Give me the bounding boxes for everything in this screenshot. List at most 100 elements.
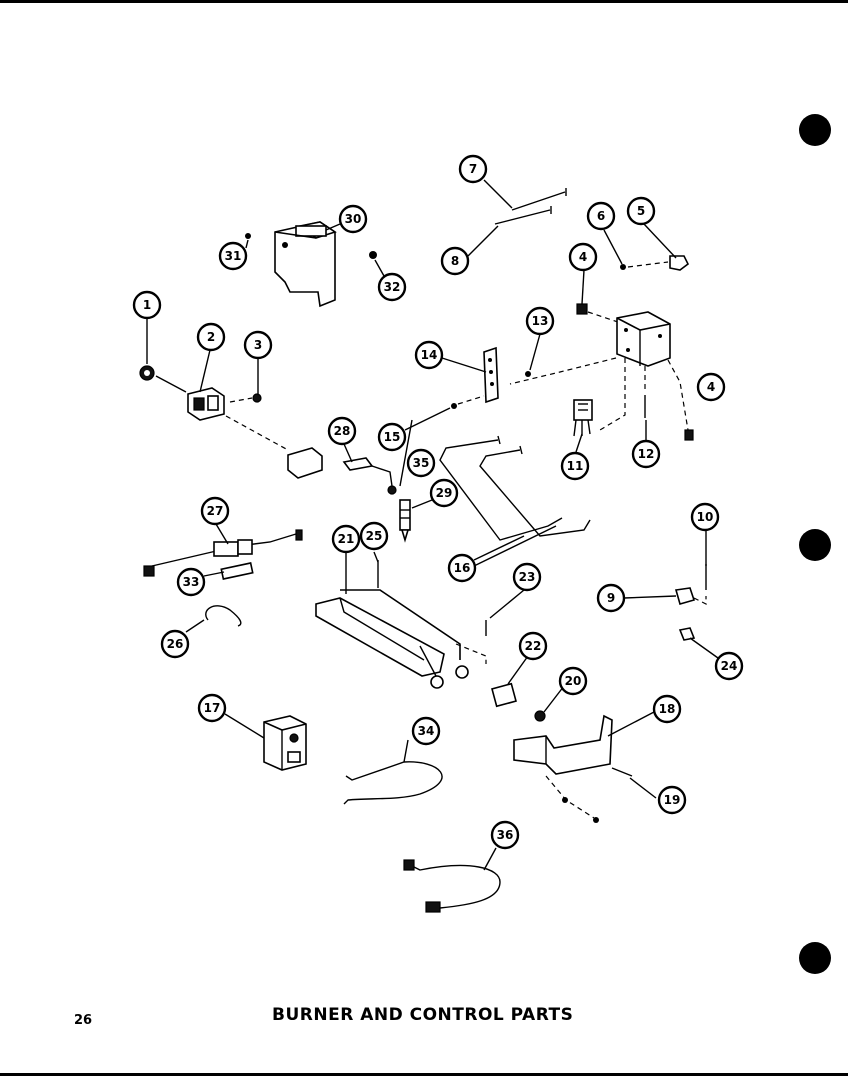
callout-3: 3 xyxy=(243,330,273,360)
callout-31: 31 xyxy=(218,241,248,271)
svg-text:3: 3 xyxy=(254,338,262,352)
callout-36: 36 xyxy=(490,820,520,850)
part-9-clip xyxy=(674,587,696,605)
part-3-nut xyxy=(252,393,262,403)
callout-23: 23 xyxy=(512,562,542,592)
callout-7: 7 xyxy=(458,154,488,184)
part-24-clip xyxy=(678,627,696,641)
valve-bracket xyxy=(287,447,323,479)
part-22-orifice xyxy=(491,682,517,708)
callout-24: 24 xyxy=(714,651,744,681)
junction-box xyxy=(616,311,671,367)
svg-text:21: 21 xyxy=(338,532,355,546)
svg-text:2: 2 xyxy=(207,330,215,344)
svg-text:20: 20 xyxy=(565,674,582,688)
page-top-border xyxy=(0,0,848,3)
svg-text:5: 5 xyxy=(637,204,645,218)
part-16-gas-tubing xyxy=(439,435,591,541)
svg-text:14: 14 xyxy=(421,348,438,362)
part-18-bracket xyxy=(513,714,613,775)
callout-21: 21 xyxy=(331,524,361,554)
callout-29: 29 xyxy=(429,478,459,508)
part-15-screw xyxy=(451,403,457,409)
svg-text:27: 27 xyxy=(207,504,224,518)
svg-text:8: 8 xyxy=(451,254,459,268)
svg-text:4: 4 xyxy=(707,380,715,394)
part-31-screw xyxy=(245,233,251,239)
callout-30: 30 xyxy=(338,204,368,234)
part-27-sensor xyxy=(143,529,303,577)
svg-text:16: 16 xyxy=(454,561,471,575)
svg-text:22: 22 xyxy=(525,639,542,653)
callout-5: 5 xyxy=(626,196,656,226)
part-14-terminal-strip xyxy=(483,346,499,404)
page-title: BURNER AND CONTROL PARTS xyxy=(272,1005,574,1025)
part-17-relay xyxy=(263,715,307,771)
callout-16: 16 xyxy=(447,553,477,583)
svg-text:11: 11 xyxy=(567,459,584,473)
svg-text:6: 6 xyxy=(597,209,605,223)
callout-2: 2 xyxy=(196,322,226,352)
binder-hole-middle xyxy=(799,529,831,561)
svg-text:9: 9 xyxy=(607,591,615,605)
burner-assembly xyxy=(315,589,469,689)
svg-text:24: 24 xyxy=(721,659,738,673)
part-34-harness xyxy=(343,761,443,805)
part-13-screw xyxy=(525,371,531,377)
svg-text:33: 33 xyxy=(183,575,200,589)
svg-text:31: 31 xyxy=(225,249,242,263)
callout-11: 11 xyxy=(560,451,590,481)
part-33-tube xyxy=(220,562,254,580)
svg-text:34: 34 xyxy=(418,724,435,738)
part-11-connector xyxy=(573,399,593,437)
part-19-screw xyxy=(611,767,633,777)
callout-10: 10 xyxy=(690,502,720,532)
svg-text:36: 36 xyxy=(497,828,514,842)
svg-text:18: 18 xyxy=(659,702,676,716)
callout-17: 17 xyxy=(197,693,227,723)
part-29-igniter xyxy=(399,499,411,543)
svg-text:19: 19 xyxy=(664,793,681,807)
callout-18: 18 xyxy=(652,694,682,724)
callout-8: 8 xyxy=(440,246,470,276)
svg-text:17: 17 xyxy=(204,701,221,715)
svg-text:10: 10 xyxy=(697,510,714,524)
callout-13: 13 xyxy=(525,306,555,336)
part-2-gas-valve xyxy=(187,387,225,421)
page-number: 26 xyxy=(74,1013,93,1028)
svg-text:12: 12 xyxy=(638,447,655,461)
binder-hole-top xyxy=(799,114,831,146)
binder-hole-bottom xyxy=(799,942,831,974)
callout-4-lower: 4 xyxy=(696,372,726,402)
svg-text:1: 1 xyxy=(143,298,151,312)
callout-35: 35 xyxy=(406,448,436,478)
part-32-nut xyxy=(369,251,377,259)
part-8-rod xyxy=(494,206,552,225)
svg-text:29: 29 xyxy=(436,486,453,500)
part-30-module xyxy=(274,221,337,308)
page-bottom-border xyxy=(0,1073,848,1076)
svg-text:26: 26 xyxy=(167,637,184,651)
svg-text:25: 25 xyxy=(366,529,383,543)
callout-20: 20 xyxy=(558,666,588,696)
part-36-harness xyxy=(403,859,501,913)
callout-1: 1 xyxy=(132,290,162,320)
callout-33: 33 xyxy=(176,567,206,597)
callout-27: 27 xyxy=(200,496,230,526)
callout-25: 25 xyxy=(359,521,389,551)
part-7-rod xyxy=(511,188,567,211)
svg-text:30: 30 xyxy=(345,212,362,226)
svg-text:7: 7 xyxy=(469,162,477,176)
callout-14: 14 xyxy=(414,340,444,370)
callout-32: 32 xyxy=(377,272,407,302)
svg-text:28: 28 xyxy=(334,424,351,438)
svg-text:15: 15 xyxy=(384,430,401,444)
callout-6: 6 xyxy=(586,201,616,231)
callout-9: 9 xyxy=(596,583,626,613)
part-4-grommet-upper xyxy=(576,303,588,315)
svg-text:35: 35 xyxy=(413,456,430,470)
svg-text:32: 32 xyxy=(384,280,401,294)
part-20-nut xyxy=(534,710,546,722)
callout-28: 28 xyxy=(327,416,357,446)
